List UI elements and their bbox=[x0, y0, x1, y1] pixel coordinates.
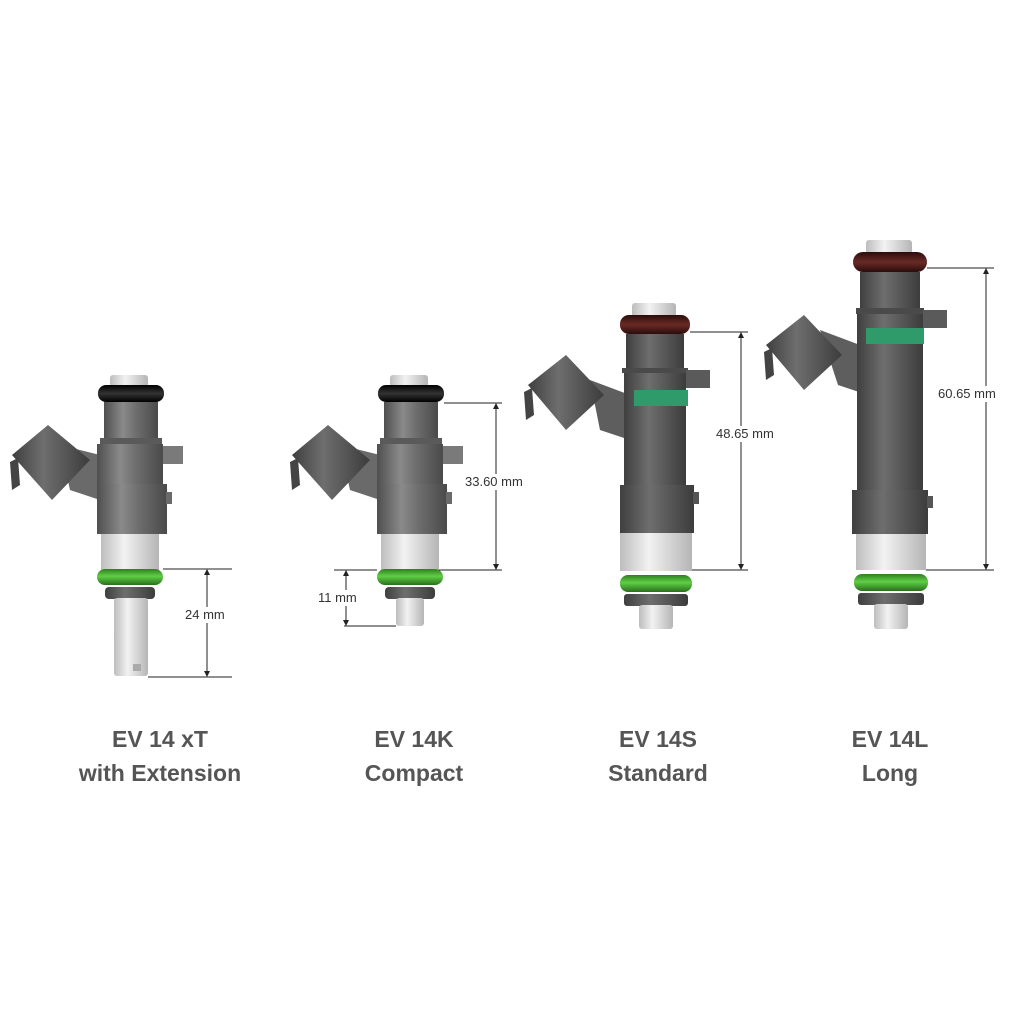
caption-ev14l: EV 14L Long bbox=[760, 722, 1020, 790]
dimension-24mm bbox=[148, 568, 232, 678]
electrical-connector bbox=[524, 355, 630, 440]
injector-ev14k bbox=[290, 375, 502, 627]
electrical-connector bbox=[290, 425, 380, 500]
bottom-oring-green bbox=[620, 575, 692, 592]
injector-ev14xt bbox=[10, 375, 232, 678]
injector-ev14s bbox=[524, 303, 748, 629]
caption-ev14xt: EV 14 xT with Extension bbox=[30, 722, 290, 790]
model-name: EV 14L bbox=[851, 726, 929, 752]
lower-sleeve bbox=[101, 534, 159, 570]
bottom-oring-green bbox=[854, 574, 928, 591]
injector-ev14l bbox=[764, 240, 994, 629]
extension-tube bbox=[114, 598, 148, 676]
model-name: EV 14K bbox=[374, 726, 454, 752]
bottom-oring-green bbox=[97, 569, 163, 585]
top-oring-black bbox=[98, 385, 164, 402]
caption-ev14s: EV 14S Standard bbox=[528, 722, 788, 790]
bottom-oring-green bbox=[377, 569, 443, 585]
dimension-label-11mm: 11 mm bbox=[316, 590, 359, 606]
dimension-label-33-60mm: 33.60 mm bbox=[463, 474, 525, 490]
dimension-label-48-65mm: 48.65 mm bbox=[714, 426, 776, 442]
model-name: EV 14 xT bbox=[112, 726, 208, 752]
identification-band-teal bbox=[866, 328, 924, 344]
top-oring-brown bbox=[620, 315, 690, 334]
variant-name: Long bbox=[861, 760, 919, 786]
variant-name: with Extension bbox=[78, 760, 242, 786]
dimension-label-24mm: 24 mm bbox=[183, 607, 227, 623]
electrical-connector bbox=[10, 425, 100, 500]
model-name: EV 14S bbox=[619, 726, 697, 752]
dimension-48-65mm bbox=[690, 331, 748, 571]
caption-ev14k: EV 14K Compact bbox=[284, 722, 544, 790]
variant-name: Standard bbox=[608, 760, 708, 786]
dimension-label-60-65mm: 60.65 mm bbox=[936, 386, 998, 402]
dimension-60-65mm bbox=[926, 267, 994, 571]
top-oring-black bbox=[378, 385, 444, 402]
top-oring-brown bbox=[853, 252, 927, 272]
identification-band-teal bbox=[634, 390, 688, 406]
electrical-connector bbox=[764, 315, 868, 395]
top-cap bbox=[110, 375, 148, 387]
tip bbox=[396, 598, 424, 626]
variant-name: Compact bbox=[364, 760, 464, 786]
